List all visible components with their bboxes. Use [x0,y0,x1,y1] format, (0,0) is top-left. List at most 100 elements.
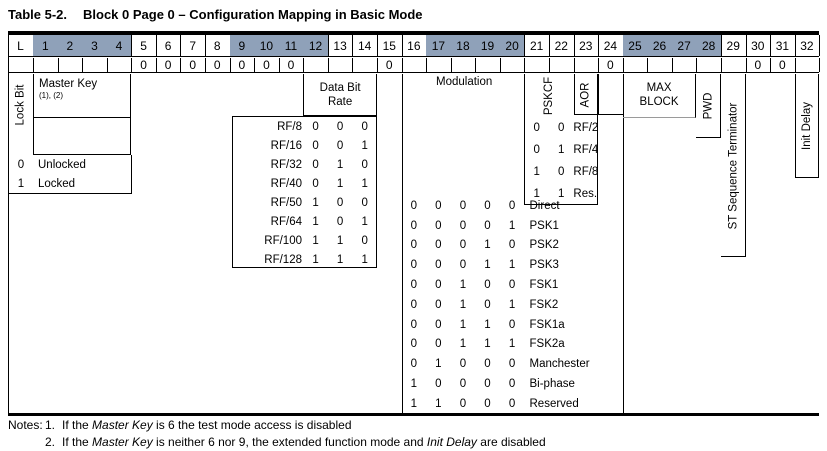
row-label: RF/64 [270,215,302,228]
row-label: FSK2a [529,338,565,351]
note-text: is 6 the test mode access is disabled [152,418,352,432]
row-label: RF/16 [270,140,302,153]
bit-value: 0 [435,318,442,331]
bit-value: 1 [558,188,565,200]
bit-value: 0 [508,358,516,371]
pwd-column-label: PWD [702,92,715,120]
header-cell-bit: 11 [278,35,305,56]
init-delay-box [794,74,820,178]
note-text: If the [62,418,93,432]
header-cell-bit: 7 [180,35,206,56]
bit-value: 0 [459,397,467,410]
header-cell-bit: 26 [647,35,673,56]
row-label: RF/100 [264,234,302,247]
bit-value: 0 [508,318,516,331]
row-label: PSK2 [529,239,559,252]
bit-value: 0 [533,122,540,134]
row-label: FSK1a [529,318,565,331]
bit-value: 0 [312,159,319,172]
row-label: RF/32 [270,159,302,172]
bit-value: 0 [484,378,491,391]
bit-value: 1 [336,178,344,191]
preset-cell-bit [328,58,354,72]
max-block-label-line1: MAX [646,82,672,94]
note-text: Master Key [92,418,153,432]
preset-cell-bit: 0 [180,58,206,72]
preset-cell-bit [33,58,59,72]
data-bit-rate-label-line1: Data Bit [319,82,361,94]
header-cell-bit: 32 [795,35,821,56]
note-text: is neither 6 nor 9, the extended functio… [152,435,427,449]
preset-cell-bit [303,58,329,72]
bit-value: 1 [459,279,467,292]
bit-value: 0 [435,378,442,391]
header-cell-bit: 4 [106,35,133,56]
row-label: FSK2 [529,298,559,311]
table-caption: Block 0 Page 0 – Configuration Mapping i… [83,7,423,22]
bit-value: 0 [435,219,442,232]
bit-value: 0 [410,219,417,232]
row-label: Locked [38,178,76,191]
preset-cell-bit [647,58,673,72]
bit-value: 0 [508,279,516,292]
bit-value: 1 [336,159,344,172]
table-title: Table 5-2.Block 0 Page 0 – Configuration… [8,7,423,22]
bit-value: 1 [336,253,344,266]
note-item: 1.If the Master Key is 6 the test mode a… [45,417,546,434]
master-key-box: Master Key (1), (2) [33,74,132,118]
header-cell-bit: 21 [524,35,550,56]
bit-value: 0 [336,140,344,153]
preset-cell-bit [623,58,649,72]
bit-value: 0 [435,199,442,212]
section-divider-bit25 [622,74,624,413]
note-text: Master Key [92,435,153,449]
row-label: PSK3 [529,259,559,272]
bit-value: 1 [361,178,368,191]
bit-value: 0 [508,378,516,391]
preset-cell-bit: 0 [131,58,157,72]
bit-value: 1 [484,239,491,252]
max-block-label-line2: BLOCK [639,96,679,108]
row-label: Unlocked [38,158,86,171]
row-label: RF/128 [264,253,302,266]
header-cell-bit: 8 [205,35,231,56]
modulation-section-label: Modulation [436,76,493,88]
lock-bit-column-label: Lock Bit [14,84,27,126]
row-label: RF/50 [270,197,302,209]
note-text: Init Delay [426,435,477,449]
bit-value: 0 [459,378,467,391]
bit-value: 1 [312,253,319,266]
header-cell-bit: 9 [229,35,256,56]
bit-value: 0 [533,144,540,156]
bit-value: 0 [484,219,491,232]
bit-value: 1 [410,397,417,410]
bit-value: 0 [484,298,491,311]
bit-value: 0 [459,358,467,371]
bit-value: 0 [484,358,491,371]
header-cell-bit: 10 [254,35,280,56]
bit-value: 0 [484,199,491,212]
preset-cell-bit [451,58,477,72]
bit-value: 0 [410,318,417,331]
bit-value: 1 [435,397,442,410]
bit-value: 1 [508,298,516,311]
bit-value: 0 [410,279,417,292]
header-cell-bit: 18 [450,35,477,56]
bit-value: 0 [484,397,491,410]
header-cell-bit: 27 [671,35,698,56]
preset-cell-bit [107,58,133,72]
note-number: 2. [45,435,56,449]
